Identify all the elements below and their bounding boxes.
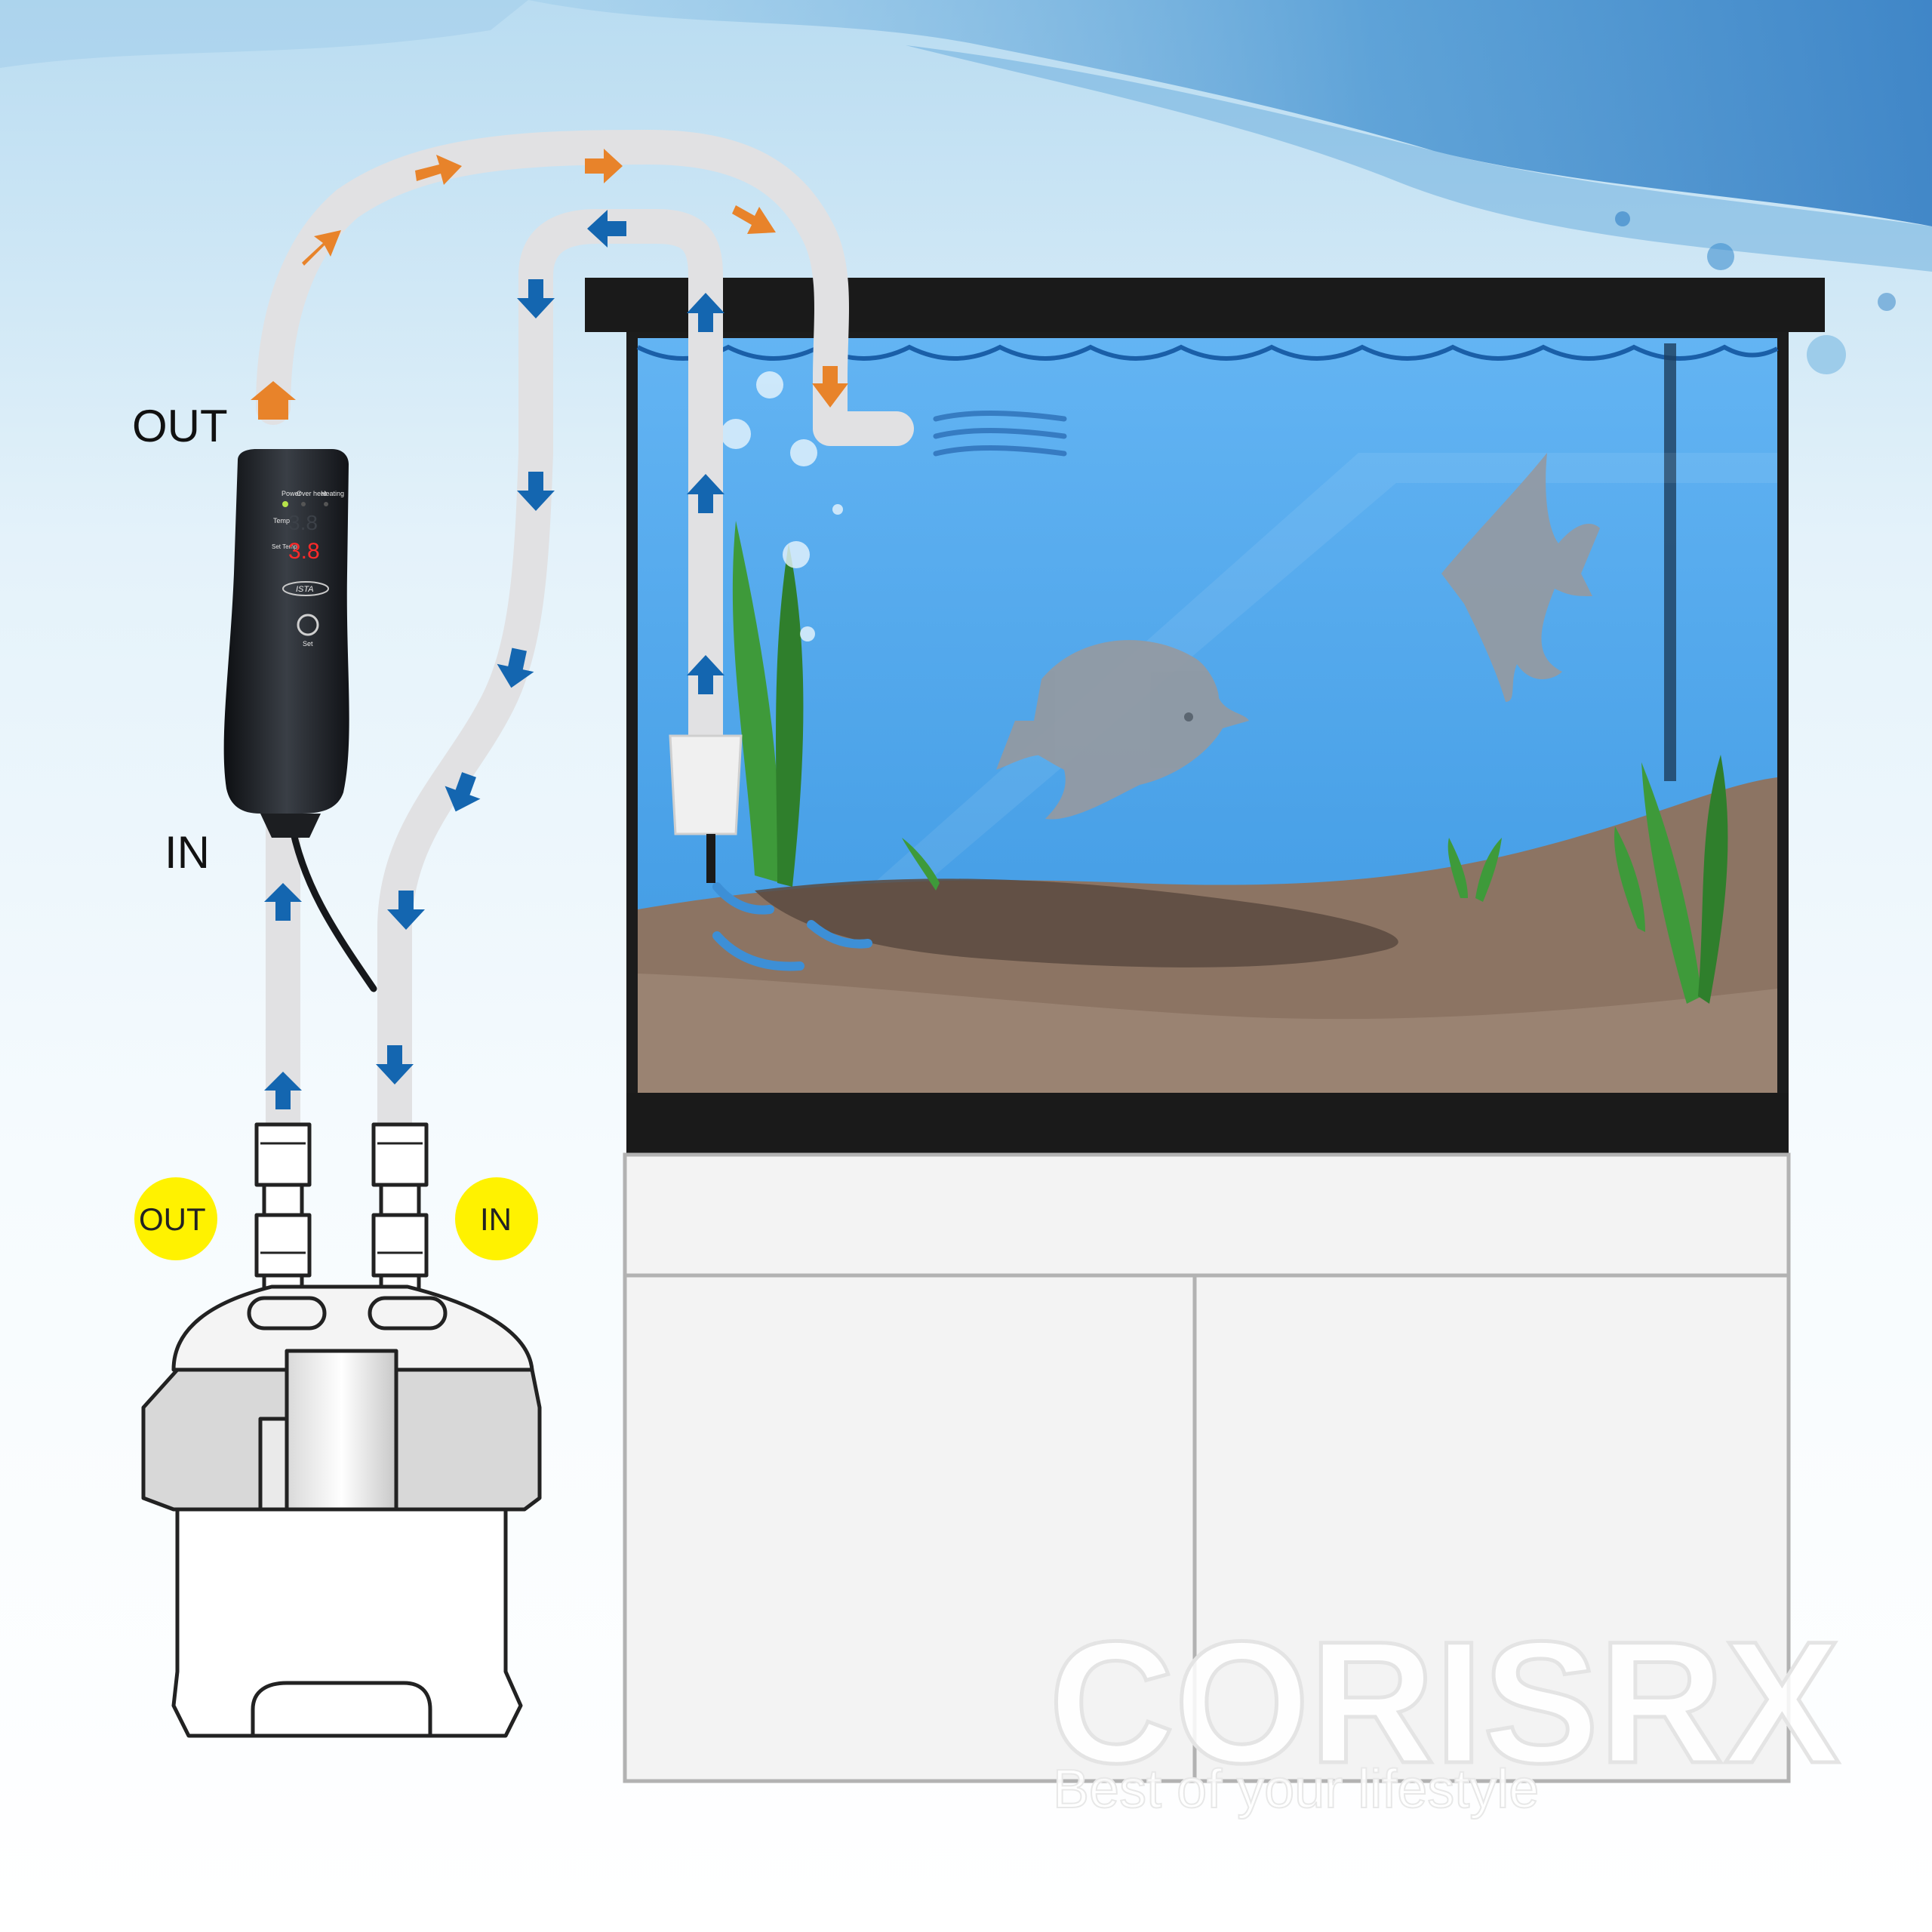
inflow-arrow [264,883,302,921]
tank-bottom-frame [626,1093,1789,1155]
heating-led [324,502,328,506]
filter-canister-body [171,1507,523,1738]
heater-set-temp-label: Set Temp [272,543,297,550]
heater-set-button-label: Set [303,640,313,648]
inflow-arrow [687,293,724,332]
heater-out-label: OUT [132,401,228,451]
heater-brand-badge [282,581,329,596]
watermark-tagline: Best of your lifestyle [1053,1759,1539,1820]
heater-temp-display: 3.8 [288,511,318,534]
heater-in-label: IN [165,827,210,878]
outflow-hose [256,130,914,446]
fish-silhouette [996,453,1600,820]
inflow-arrow [376,1045,414,1084]
outflow-arrow [585,149,623,183]
background-water-splash [0,0,1932,374]
inflow-arrows [264,210,724,1109]
inflow-arrow [497,648,534,688]
intake-strainer [669,734,743,883]
inflow-arrow [687,655,724,694]
outflow-arrow [732,205,776,234]
heater-indicator-overheat: Over heat [297,490,327,497]
outflow-arrows [251,149,848,420]
inflow-arrow [387,891,425,930]
intake-hose [377,209,723,1142]
power-led [282,501,288,507]
air-bubbles [721,371,843,641]
inflow-arrow [587,210,626,248]
outflow-arrow [251,381,296,420]
tank-inner-post [1664,343,1676,781]
filter-out-badge: OUT [134,1177,217,1260]
inline-heater: Power Over heat Heating Temp 3.8 Set Tem… [223,449,349,838]
gravel-shadow [755,878,1398,968]
heater-indicator-power: Power [281,490,301,497]
aquatic-plant [732,521,1728,1004]
watermark-brand: CORISRX [1049,1605,1840,1799]
overheat-led [301,502,306,506]
heater-indicator-heating: Heating [321,490,344,497]
outflow-arrow [415,155,462,185]
cabinet-right-door [1192,1273,1791,1783]
heater-cable-boot [260,814,321,838]
filter-out-label: OUT [139,1201,206,1237]
filter-in-badge: IN [455,1177,538,1260]
cabinet-top-panel [623,1152,1791,1278]
gravel-front [638,974,1777,1093]
heater-temp-label: Temp [273,517,290,525]
inflow-arrow [687,474,724,513]
water-current-lines [933,411,1067,457]
heater-cable [287,815,377,992]
watermark: CORISRX Best of your lifestyle [1048,1604,1842,1821]
heater-body [223,449,349,814]
inflow-arrow [445,772,481,812]
filter-base-notch [251,1681,432,1738]
outflow-arrow [812,366,848,408]
aquarium-cabinet [623,1152,1791,1783]
inflow-arrow [264,1072,302,1109]
cabinet-left-door [623,1273,1197,1783]
heater-set-button[interactable] [297,614,319,636]
inflow-arrow [517,472,555,511]
filter-center-handle [285,1349,398,1534]
filter-in-label: IN [480,1201,512,1237]
inflow-arrow [517,279,555,318]
canister-filter [141,1122,542,1738]
aquarium-tank [585,278,1825,1155]
intake-swirl-arrows [712,882,872,971]
heater-brand-logo: ISTA [296,585,314,594]
outflow-arrow [302,230,341,266]
tank-lid [585,278,1825,332]
heater-set-temp-display: 3.8 [288,539,320,564]
